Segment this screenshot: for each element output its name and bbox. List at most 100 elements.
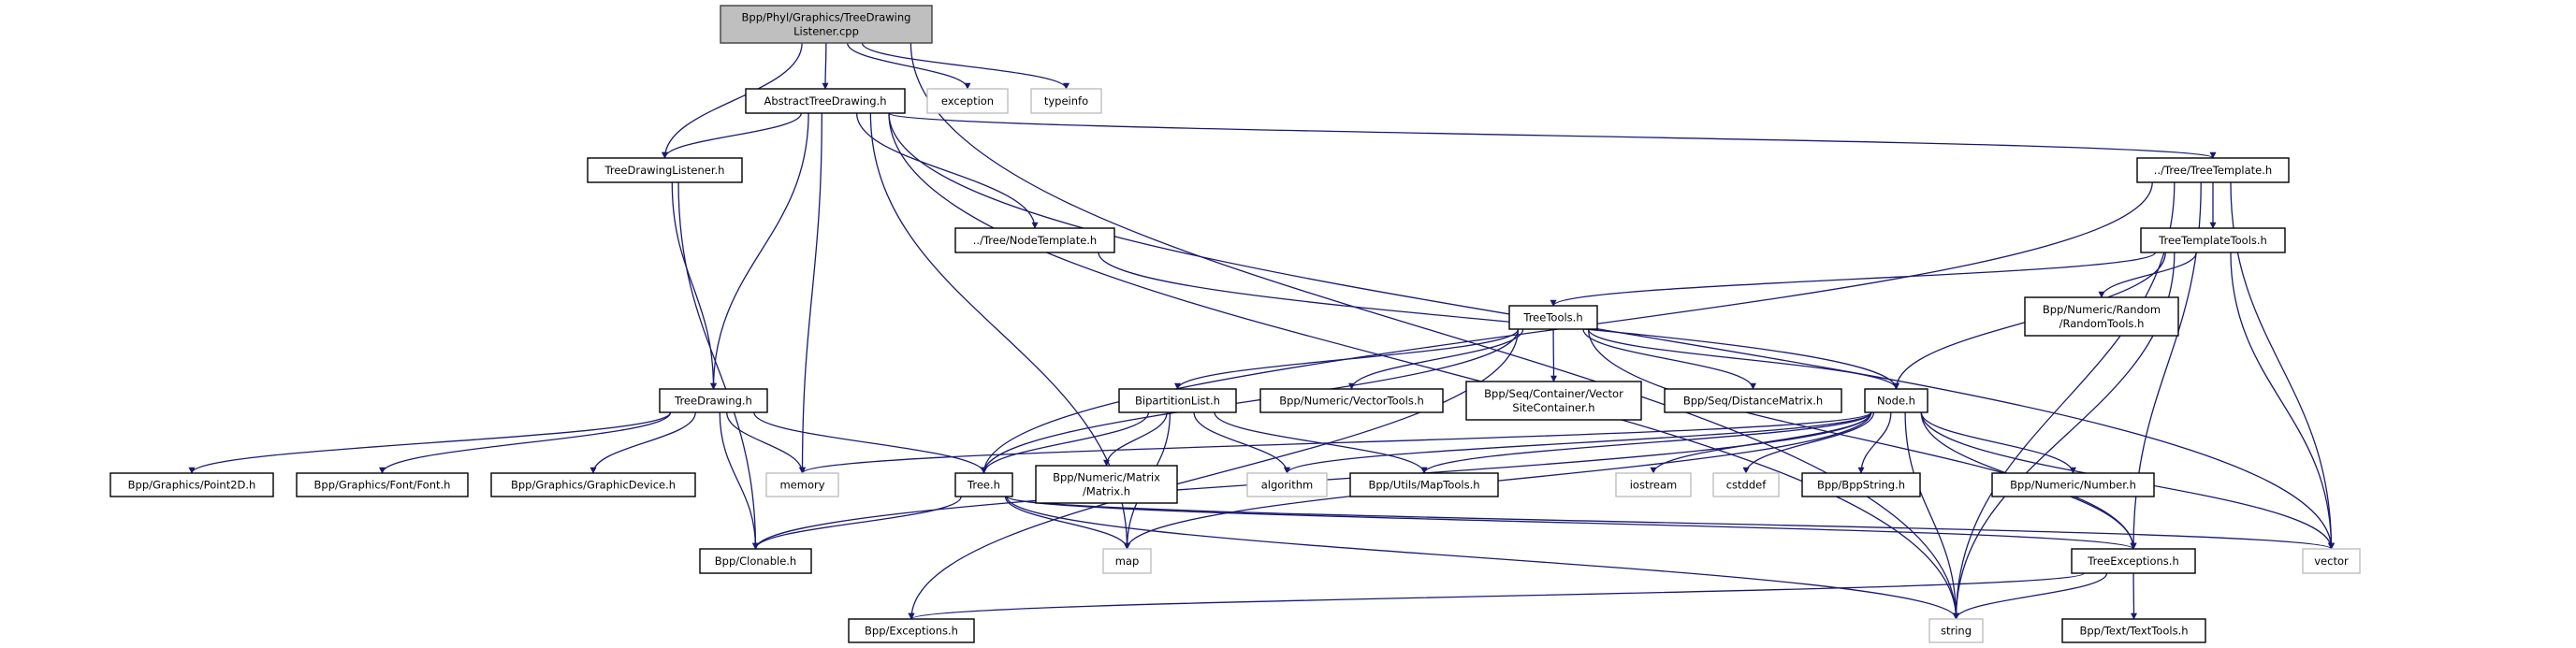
- edge-treetools-to-bipartition: [1174, 328, 1520, 390]
- node-label: Bpp/BppString.h: [1817, 479, 1905, 492]
- node-exceptions[interactable]: Bpp/Exceptions.h: [848, 618, 975, 643]
- node-label: algorithm: [1261, 479, 1314, 492]
- node-box: [954, 472, 1013, 497]
- node-label: AbstractTreeDrawing.h: [764, 94, 887, 108]
- edge-cpp-to-atd: [822, 42, 829, 90]
- edge-treetools-to-node: [1587, 328, 1899, 390]
- edge-tree-to-string: [1006, 496, 1959, 620]
- node-tdl[interactable]: TreeDrawingListener.h: [587, 157, 743, 183]
- edge-bipartition-to-matrix: [1103, 411, 1168, 467]
- node-box: [1864, 388, 1928, 413]
- node-box: [1928, 618, 1984, 643]
- edge-node-to-string: [1904, 411, 1959, 620]
- edge-treedrawing-to-tree: [753, 411, 987, 474]
- node-exception: exception: [926, 88, 1009, 114]
- node-box: [109, 472, 274, 497]
- edge-cpp-to-exception: [847, 42, 971, 90]
- node-label: map: [1115, 554, 1140, 568]
- edge-atd-to-tdl: [662, 112, 802, 159]
- edge-tree-to-treeexceptions: [1006, 496, 2137, 550]
- node-box: [1712, 472, 1780, 497]
- node-label: BipartitionList.h: [1135, 395, 1220, 408]
- edge-atd-to-string: [888, 112, 1959, 620]
- node-label: Bpp/Numeric/Random: [2043, 303, 2161, 316]
- node-map: map: [1102, 548, 1152, 574]
- node-box: [1615, 472, 1692, 497]
- node-number[interactable]: Bpp/Numeric/Number.h: [1991, 472, 2155, 497]
- node-box: [765, 472, 839, 497]
- node-point2d[interactable]: Bpp/Graphics/Point2D.h: [109, 472, 274, 497]
- node-box: [2140, 227, 2286, 253]
- node-box: [1508, 305, 1598, 330]
- node-tree[interactable]: Tree.h: [954, 472, 1013, 497]
- node-vectortools[interactable]: Bpp/Numeric/VectorTools.h: [1259, 388, 1444, 413]
- node-box: [1801, 472, 1921, 497]
- node-box: [926, 88, 1009, 114]
- edge-tdl-to-clonable: [677, 181, 759, 550]
- node-treetemplatetools[interactable]: TreeTemplateTools.h: [2140, 227, 2286, 253]
- node-label: exception: [941, 94, 994, 108]
- node-label: TreeTools.h: [1522, 311, 1582, 324]
- edge-treedrawing-to-graphicdevice: [589, 411, 696, 474]
- node-box: [954, 227, 1115, 253]
- edge-treedrawing-to-point2d: [188, 411, 672, 474]
- edge-node-to-map: [1124, 411, 1872, 550]
- node-box: [2024, 296, 2179, 337]
- node-graphicdevice[interactable]: Bpp/Graphics/GraphicDevice.h: [490, 472, 696, 497]
- node-treetools[interactable]: TreeTools.h: [1508, 305, 1598, 330]
- node-label: ../Tree/NodeTemplate.h: [973, 234, 1097, 247]
- edge-cpp-to-tdl: [662, 42, 803, 159]
- node-distmatrix[interactable]: Bpp/Seq/DistanceMatrix.h: [1664, 388, 1842, 413]
- node-label: TreeDrawing.h: [674, 395, 752, 408]
- node-box: [1118, 388, 1237, 413]
- node-box: [587, 157, 743, 183]
- node-label: ../Tree/TreeTemplate.h: [2154, 164, 2272, 177]
- node-treedrawing[interactable]: TreeDrawing.h: [659, 388, 768, 413]
- edge-treetemplatetools-to-treetools: [1550, 252, 2157, 307]
- node-maptools[interactable]: Bpp/Utils/MapTools.h: [1349, 472, 1499, 497]
- edge-node-to-maptools: [1420, 411, 1872, 474]
- node-treetemplate[interactable]: ../Tree/TreeTemplate.h: [2136, 157, 2290, 183]
- node-label: string: [1941, 625, 1972, 638]
- node-box: [1035, 465, 1178, 504]
- edge-node-to-algorithm: [1284, 411, 1872, 474]
- edge-treeexceptions-to-exceptions: [908, 572, 2085, 620]
- edge-tree-to-clonable: [752, 496, 962, 550]
- node-node[interactable]: Node.h: [1864, 388, 1928, 413]
- edge-tree-to-map: [1004, 496, 1130, 550]
- node-randomtools[interactable]: Bpp/Numeric/Random/RandomTools.h: [2024, 296, 2179, 337]
- node-label: Bpp/Text/TextTools.h: [2079, 625, 2188, 638]
- node-box: [1664, 388, 1842, 413]
- node-nodetemplate[interactable]: ../Tree/NodeTemplate.h: [954, 227, 1115, 253]
- node-label: SiteContainer.h: [1512, 401, 1594, 414]
- node-label: cstddef: [1726, 479, 1767, 492]
- node-cpp[interactable]: Bpp/Phyl/Graphics/TreeDrawingListener.cp…: [720, 5, 933, 44]
- node-label: Node.h: [1877, 395, 1915, 408]
- edge-tdl-to-treedrawing: [671, 181, 717, 390]
- edge-treetemplatetools-to-vector: [2230, 252, 2335, 550]
- node-atd[interactable]: AbstractTreeDrawing.h: [745, 88, 906, 114]
- node-label: TreeExceptions.h: [2087, 554, 2179, 568]
- node-bipartition[interactable]: BipartitionList.h: [1118, 388, 1237, 413]
- node-typeinfo: typeinfo: [1030, 88, 1102, 114]
- node-box: [1465, 381, 1642, 421]
- edge-node-to-bppstring: [1857, 411, 1892, 474]
- node-matrix[interactable]: Bpp/Numeric/Matrix/Matrix.h: [1035, 465, 1178, 504]
- node-label: /Matrix.h: [1083, 485, 1130, 498]
- node-clonable[interactable]: Bpp/Clonable.h: [699, 548, 812, 574]
- node-label: memory: [779, 479, 824, 492]
- node-font[interactable]: Bpp/Graphics/Font/Font.h: [296, 472, 469, 497]
- node-bppstring[interactable]: Bpp/BppString.h: [1801, 472, 1921, 497]
- node-memory: memory: [765, 472, 839, 497]
- node-box: [2061, 618, 2206, 643]
- node-texttools[interactable]: Bpp/Text/TextTools.h: [2061, 618, 2206, 643]
- edge-cpp-to-string: [910, 42, 1959, 620]
- edge-treetools-to-vectortools: [1348, 328, 1524, 390]
- node-label: Listener.cpp: [793, 25, 859, 38]
- node-box: [1246, 472, 1328, 497]
- edge-treetools-to-exceptions: [908, 328, 1520, 620]
- node-treeexceptions[interactable]: TreeExceptions.h: [2071, 548, 2196, 574]
- node-box: [1259, 388, 1444, 413]
